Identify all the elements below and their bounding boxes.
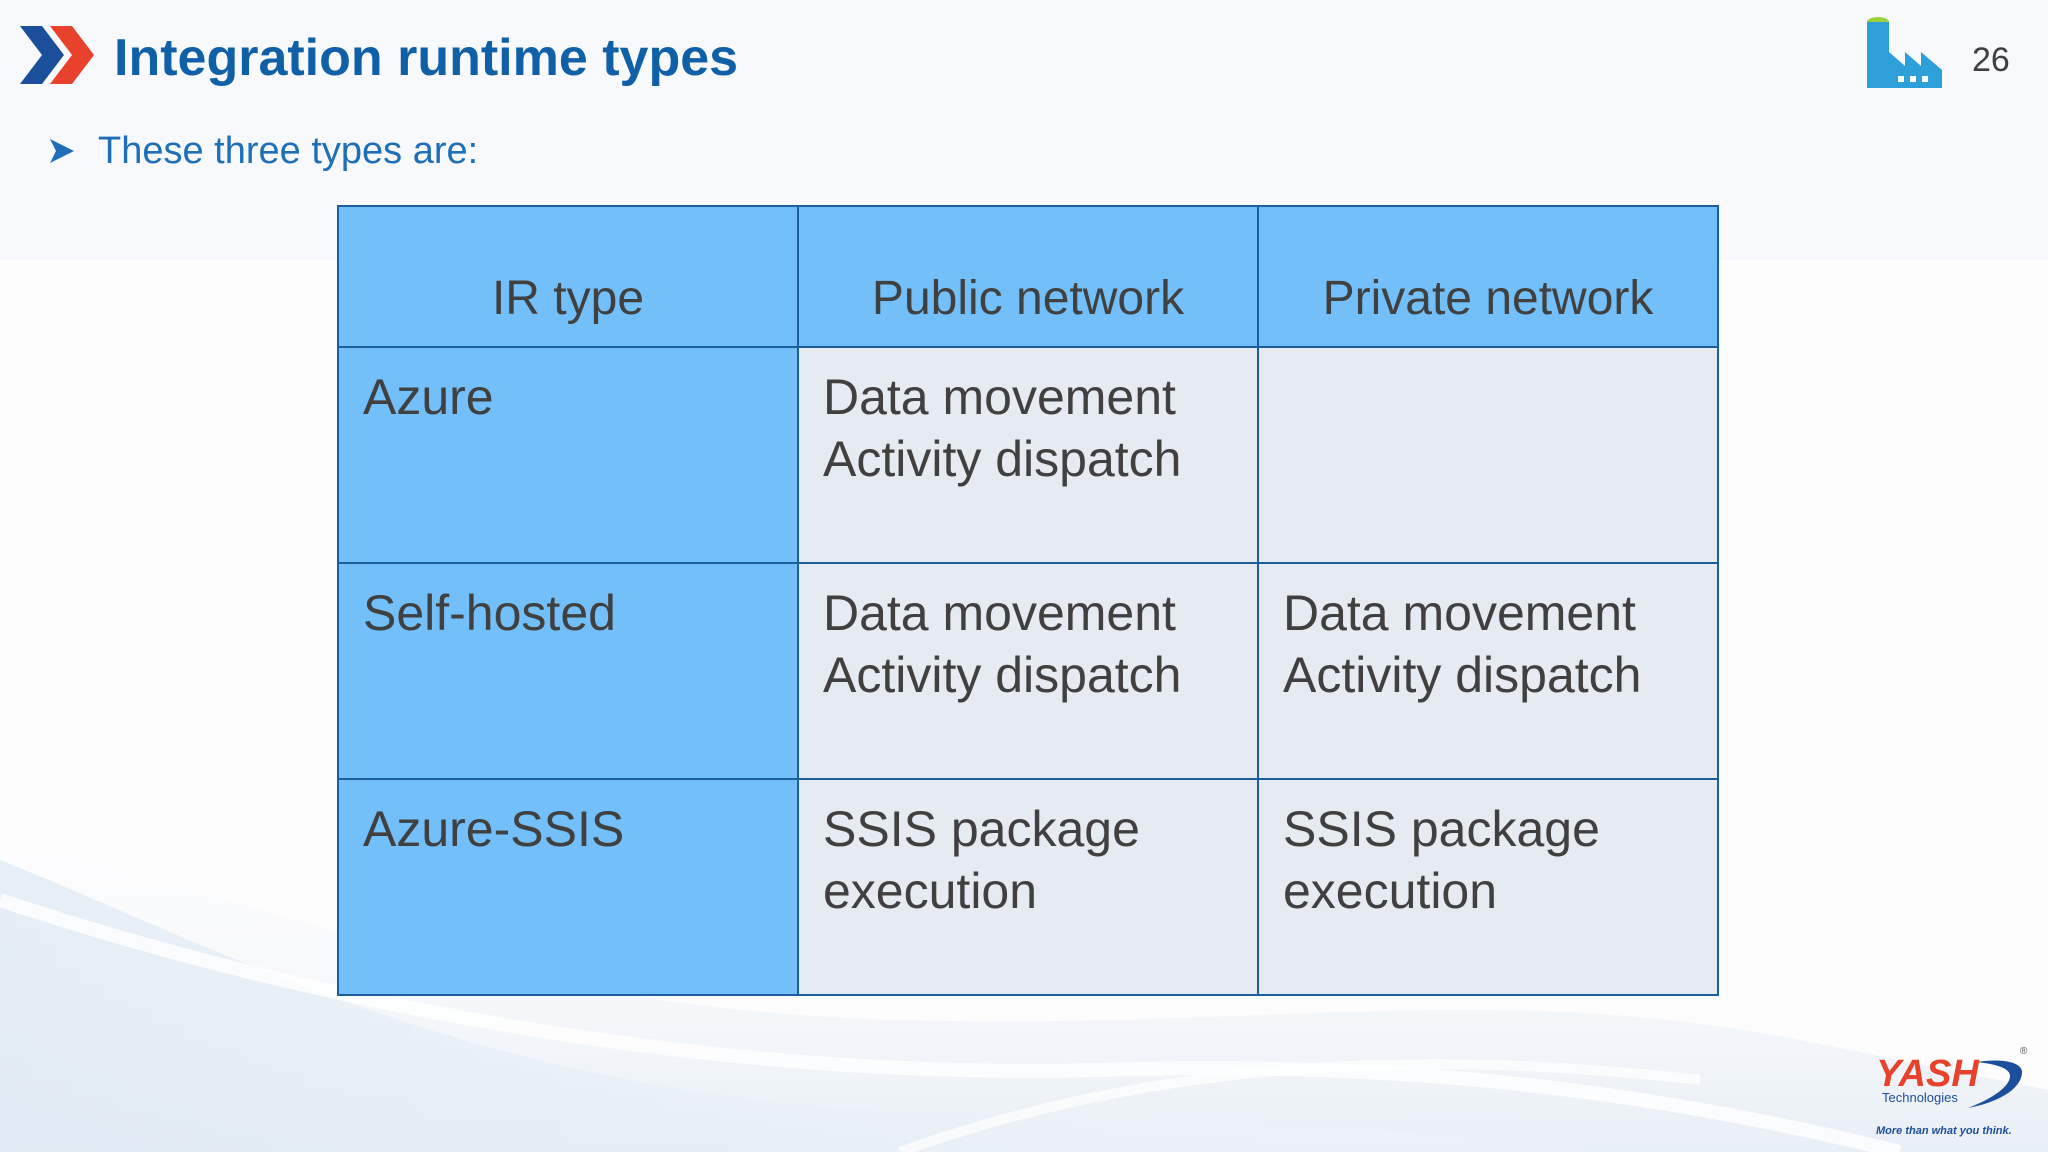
cell-self-hosted-public: Data movement Activity dispatch xyxy=(797,562,1259,780)
table-header-row: IR type Public network Private network xyxy=(337,205,1719,348)
cell-self-hosted-private: Data movement Activity dispatch xyxy=(1257,562,1719,780)
ir-types-table: IR type Public network Private network A… xyxy=(337,205,1719,996)
row-label-self-hosted: Self-hosted xyxy=(337,562,799,780)
slide-title: Integration runtime types xyxy=(114,29,739,87)
cell-text: Data movement xyxy=(1283,585,1636,641)
bullet-text: These three types are: xyxy=(98,129,479,172)
row-label-azure-ssis: Azure-SSIS xyxy=(337,778,799,996)
cell-text: Self-hosted xyxy=(363,585,616,641)
header-ir-type: IR type xyxy=(337,205,799,348)
yash-logo: YASH ® Technologies More than what you t… xyxy=(1876,1046,2028,1137)
table-row: Self-hosted Data movement Activity dispa… xyxy=(337,562,1719,780)
yash-registered-mark: ® xyxy=(2020,1046,2028,1057)
cell-text: Activity dispatch xyxy=(1283,647,1642,703)
cell-text: Activity dispatch xyxy=(823,647,1182,703)
factory-icon xyxy=(1867,17,1942,88)
yash-sub-text: Technologies xyxy=(1882,1090,1958,1105)
arrow-bullet-icon xyxy=(50,139,74,163)
page-number: 26 xyxy=(1972,41,2010,79)
cell-text: Azure xyxy=(363,369,494,425)
cell-text: Activity dispatch xyxy=(823,431,1182,487)
header-private-network: Private network xyxy=(1257,205,1719,348)
table-row: Azure-SSIS SSIS package execution SSIS p… xyxy=(337,778,1719,996)
cell-azure-public: Data movement Activity dispatch xyxy=(797,346,1259,564)
cell-azure-private xyxy=(1257,346,1719,564)
cell-text: SSIS package xyxy=(1283,801,1600,857)
cell-text: execution xyxy=(1283,863,1498,919)
cell-text: Data movement xyxy=(823,369,1176,425)
cell-text: SSIS package xyxy=(823,801,1140,857)
cell-text: execution xyxy=(823,863,1038,919)
cell-azure-ssis-public: SSIS package execution xyxy=(797,778,1259,996)
cell-text: Azure-SSIS xyxy=(363,801,625,857)
row-label-azure: Azure xyxy=(337,346,799,564)
table-row: Azure Data movement Activity dispatch xyxy=(337,346,1719,564)
cell-azure-ssis-private: SSIS package execution xyxy=(1257,778,1719,996)
cell-text: Data movement xyxy=(823,585,1176,641)
bullet-item: These three types are: xyxy=(48,128,478,174)
yash-brand-text: YASH xyxy=(1876,1053,1980,1095)
chevron-logo-icon xyxy=(20,26,94,84)
header-public-network: Public network xyxy=(797,205,1259,348)
yash-tagline: More than what you think. xyxy=(1876,1125,2012,1137)
